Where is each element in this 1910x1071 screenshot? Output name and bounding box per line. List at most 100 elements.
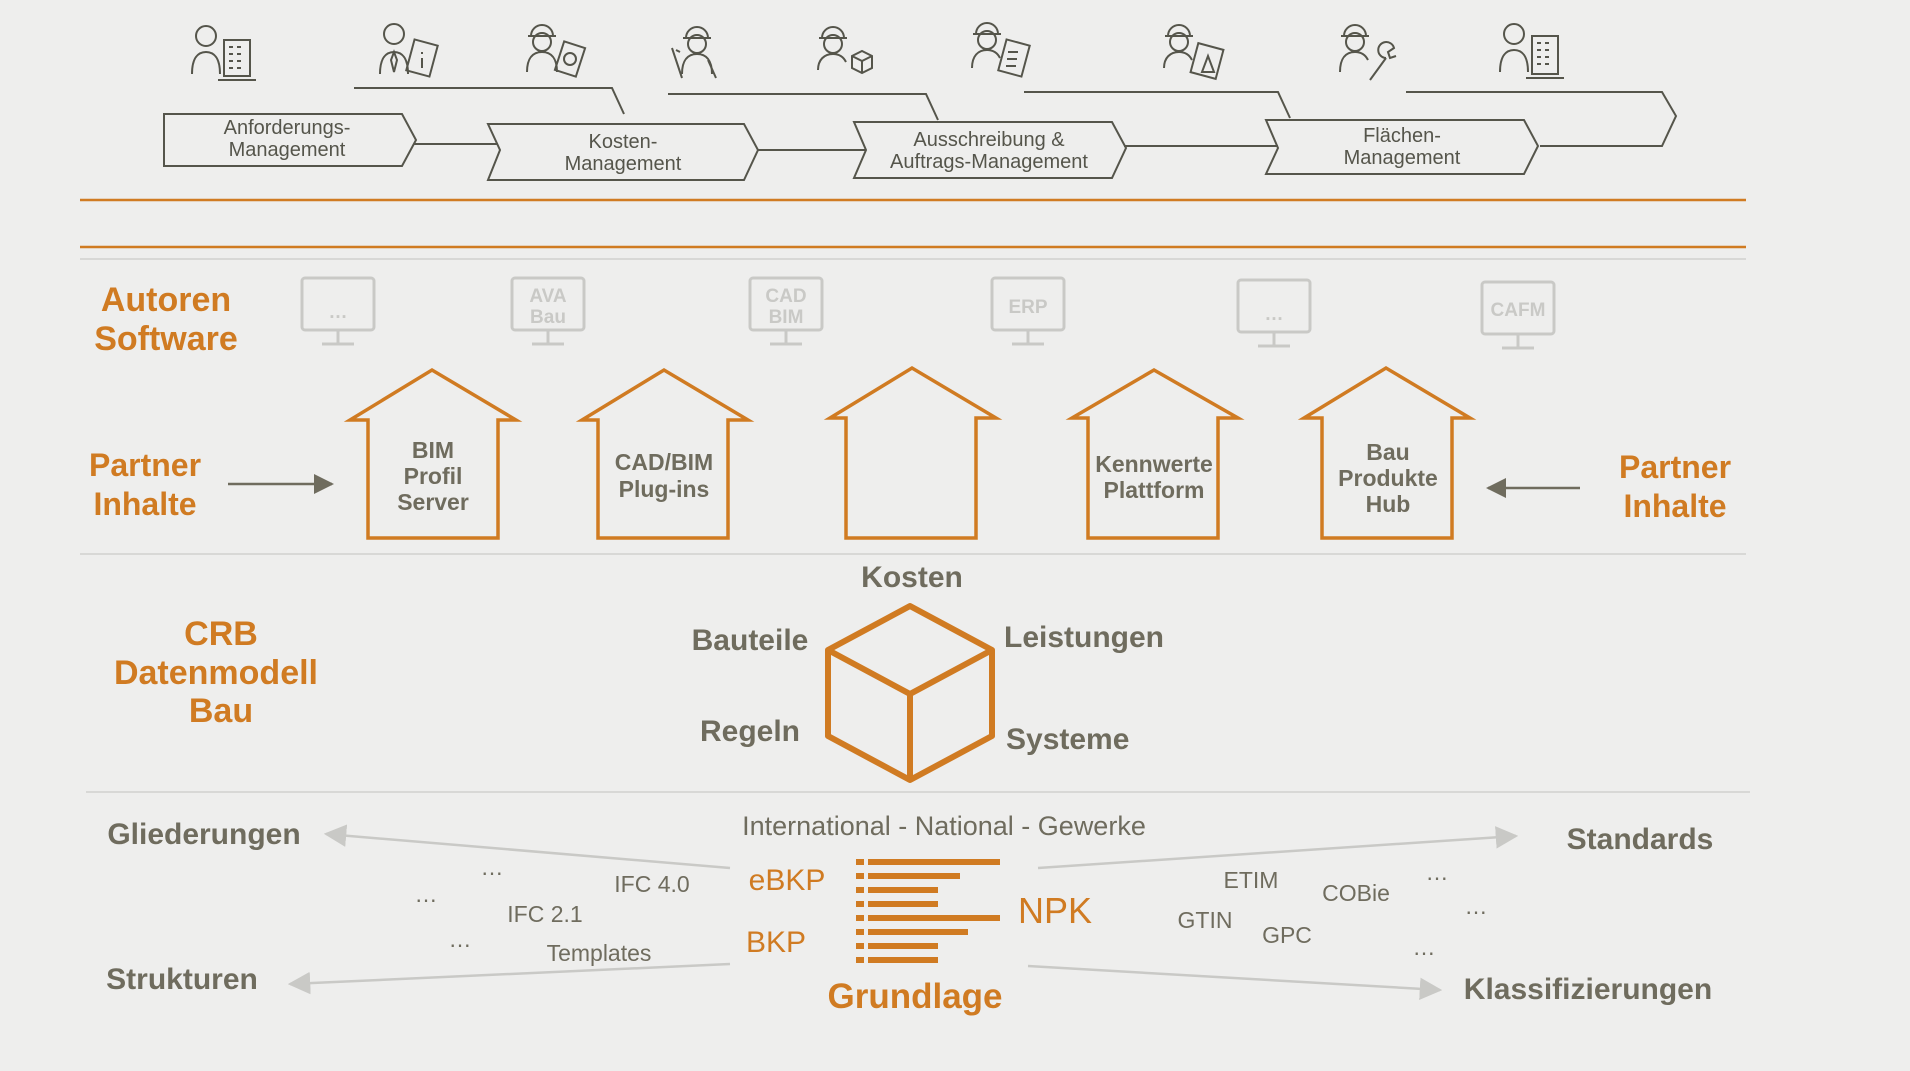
role-icons — [191, 22, 1564, 81]
process-step-flaechen[interactable] — [1264, 119, 1540, 175]
monitor-icon[interactable] — [1480, 280, 1556, 350]
grundlage-arrow — [287, 962, 731, 995]
grundlage-title: Grundlage — [827, 977, 1002, 1016]
model-aspect-systeme: Systeme — [1006, 723, 1129, 756]
process-step-label: Kosten- — [589, 131, 658, 153]
grundlage-ebkp: eBKP — [749, 864, 826, 897]
process-step-label: Management — [229, 139, 346, 161]
datenmodell-label: Datenmodell — [114, 654, 318, 692]
process-step-label: Anforderungs- — [224, 117, 351, 139]
grundlage-item: Templates — [547, 940, 652, 966]
engineer-money-icon — [526, 24, 587, 78]
partner-label-right: Partner — [1619, 449, 1731, 485]
grundlage-item: ETIM — [1224, 867, 1279, 893]
house-label: BIM — [412, 437, 454, 463]
process-connector — [668, 93, 939, 121]
model-aspect-regeln: Regeln — [700, 715, 800, 748]
datenmodell-label: CRB — [184, 615, 258, 653]
grundlage-item: … — [1413, 934, 1436, 960]
house-empty[interactable] — [823, 365, 1003, 540]
engineer-cube-icon — [817, 26, 873, 75]
monitor-icon[interactable] — [1236, 278, 1312, 348]
partner-label-right: Inhalte — [1623, 488, 1726, 524]
grundlage-item: GPC — [1262, 922, 1312, 948]
house-label: Server — [397, 489, 469, 515]
process-step-label: Management — [1344, 147, 1461, 169]
house-bau-produkte-hub[interactable] — [1297, 365, 1477, 540]
house-bim-profil-server[interactable] — [343, 367, 523, 540]
model-aspect-leistungen: Leistungen — [1004, 621, 1164, 654]
grundlage-item: … — [449, 926, 472, 952]
partner-houses — [343, 365, 1477, 540]
grundlage-item: … — [415, 881, 438, 907]
monitor-icon[interactable] — [990, 276, 1066, 346]
authoring-label: Software — [94, 320, 238, 358]
house-label: Plattform — [1104, 477, 1205, 503]
software-monitors — [300, 276, 1556, 350]
process-step-kosten[interactable] — [486, 123, 760, 181]
owner-building-icon — [191, 25, 256, 81]
process-connector — [1024, 91, 1291, 119]
house-kennwerte-plattform[interactable] — [1065, 367, 1245, 540]
process-chain — [163, 87, 1678, 181]
process-step-ausschreibung[interactable] — [852, 121, 1128, 179]
house-label: Plug-ins — [619, 476, 710, 502]
partner-label-left: Partner — [89, 447, 201, 483]
grundlage-item: IFC 2.1 — [507, 901, 582, 927]
grundlage-header: International - National - Gewerke — [742, 811, 1146, 841]
monitor-label: … — [1265, 304, 1284, 325]
grundlage-gliederungen: Gliederungen — [107, 818, 300, 851]
monitor-label: Bau — [530, 307, 566, 328]
engineer-checklist-icon — [971, 22, 1031, 78]
monitor-label: … — [329, 302, 348, 323]
grundlage-arrow — [323, 824, 731, 870]
house-label: Bau — [1366, 439, 1409, 465]
engineer-drawing-icon — [1163, 24, 1225, 81]
list-structure-icon — [856, 859, 1000, 963]
house-label: Kennwerte — [1095, 451, 1213, 477]
process-step-label: Flächen- — [1363, 125, 1441, 147]
grundlage-item: IFC 4.0 — [614, 871, 689, 897]
monitor-label: BIM — [769, 307, 804, 328]
process-connector — [1406, 91, 1678, 147]
data-model-cube-icon — [825, 603, 995, 783]
engineer-wrench-icon — [1339, 24, 1397, 81]
grundlage-arrow — [1037, 826, 1519, 870]
house-label: Hub — [1366, 491, 1411, 517]
grundlage-item: … — [481, 854, 504, 880]
monitor-icon[interactable] — [510, 276, 586, 346]
process-connector — [354, 87, 625, 115]
monitor-label: ERP — [1008, 297, 1047, 318]
engineer-tools-icon — [671, 26, 717, 79]
house-label: CAD/BIM — [615, 449, 713, 475]
monitor-label: CAD — [765, 286, 806, 307]
process-step-label: Ausschreibung & — [913, 129, 1065, 151]
consultant-info-icon — [379, 23, 439, 78]
grundlage-strukturen: Strukturen — [106, 963, 258, 996]
grundlage-standards: Standards — [1567, 823, 1714, 856]
grundlage-arrow — [1027, 964, 1443, 1001]
house-label: Produkte — [1338, 465, 1438, 491]
process-step-anforderungs[interactable] — [163, 113, 418, 167]
monitor-icon[interactable] — [300, 276, 376, 346]
grundlage-item: GTIN — [1178, 907, 1233, 933]
process-step-label: Management — [565, 153, 682, 175]
monitor-label: CAFM — [1491, 300, 1546, 321]
house-cad-bim-plugins[interactable] — [575, 367, 755, 540]
process-step-label: Auftrags-Management — [890, 151, 1088, 173]
monitor-label: AVA — [529, 286, 567, 307]
grundlage-item: … — [1465, 893, 1488, 919]
model-aspect-bauteile: Bauteile — [692, 624, 809, 657]
authoring-label: Autoren — [101, 281, 231, 319]
monitor-icon[interactable] — [748, 276, 824, 346]
house-label: Profil — [404, 463, 463, 489]
grundlage-klassifizierungen: Klassifizierungen — [1464, 973, 1712, 1006]
partner-label-left: Inhalte — [93, 486, 196, 522]
grundlage-npk: NPK — [1018, 890, 1092, 931]
grundlage-bkp: BKP — [746, 926, 806, 959]
grundlage-item: COBie — [1322, 880, 1390, 906]
owner-building-icon — [1499, 23, 1564, 79]
model-aspect-kosten: Kosten — [861, 561, 963, 594]
